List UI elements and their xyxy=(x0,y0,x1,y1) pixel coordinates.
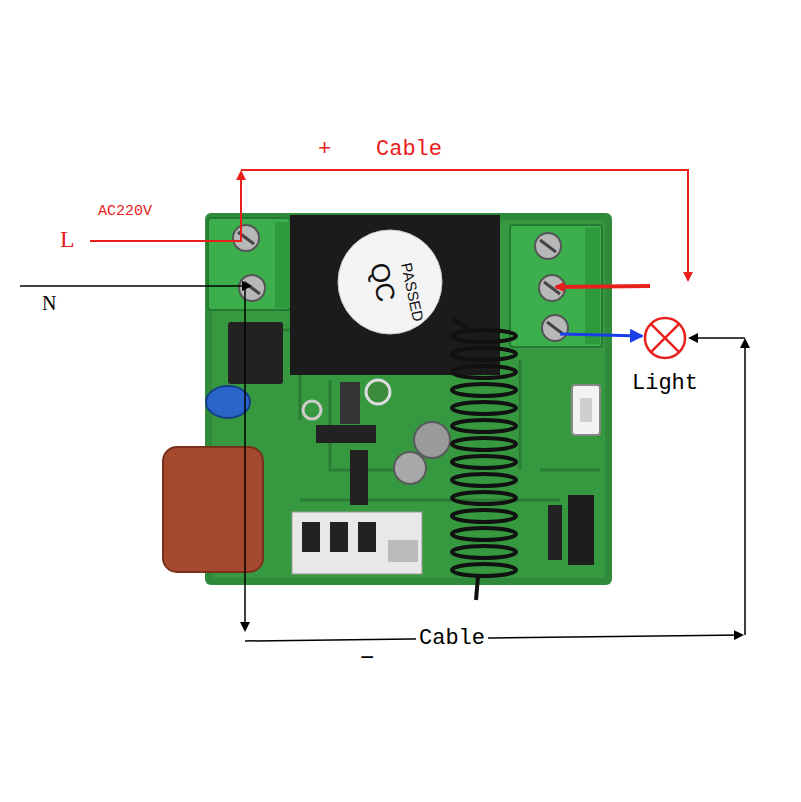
inductor xyxy=(366,380,390,404)
pin-header xyxy=(568,495,594,565)
rf-module xyxy=(292,512,422,574)
crystal xyxy=(388,540,418,562)
push-button xyxy=(572,385,600,435)
qc-sticker xyxy=(338,230,442,334)
live-wire xyxy=(90,172,241,241)
screw-slot xyxy=(547,322,563,334)
polarity-sign: + xyxy=(318,138,331,162)
electrolytic-capacitor xyxy=(414,422,450,458)
antenna-lead xyxy=(452,318,470,330)
coil-turn xyxy=(452,438,516,450)
coil-turn xyxy=(452,492,516,504)
live-wire xyxy=(241,170,688,280)
lamp-symbol: Light xyxy=(629,316,701,396)
push-button-cap xyxy=(580,398,592,422)
lamp-outline xyxy=(629,316,701,360)
screw xyxy=(535,233,561,259)
cable-label: Cable xyxy=(416,627,488,651)
neutral-wire xyxy=(744,340,746,635)
coil-turn xyxy=(452,474,516,486)
relay xyxy=(290,215,500,375)
neutral-wire xyxy=(20,285,250,287)
screw xyxy=(233,225,259,251)
chip xyxy=(330,522,348,552)
neutral-wire xyxy=(690,337,745,339)
blue-capacitor xyxy=(206,386,250,418)
neutral-label: N xyxy=(42,292,56,314)
diode xyxy=(316,425,376,443)
coil-turn xyxy=(452,348,516,360)
coil-turn xyxy=(452,456,516,468)
coil-turn xyxy=(452,330,516,342)
resistor xyxy=(340,382,360,424)
screw xyxy=(239,275,265,301)
lamp-circle xyxy=(645,318,685,358)
chip xyxy=(358,522,376,552)
pcb-board xyxy=(205,213,612,585)
terminal-side xyxy=(275,222,291,308)
line-label: L xyxy=(60,226,75,252)
polarity-sign: − xyxy=(360,646,374,672)
screw xyxy=(542,315,568,341)
voltage-label: AC220V xyxy=(98,204,152,221)
chip xyxy=(302,522,320,552)
coil-turn xyxy=(452,528,516,540)
film-capacitor xyxy=(163,447,263,572)
cable-label: Cable xyxy=(376,138,442,162)
coil-turn xyxy=(452,366,516,378)
jumper xyxy=(548,505,562,560)
screw-slot xyxy=(244,282,260,294)
antenna-tail xyxy=(476,576,478,600)
neutral-wire xyxy=(245,635,742,641)
antenna-coil xyxy=(452,318,516,600)
coil-turn xyxy=(452,384,516,396)
live-wire xyxy=(556,286,650,287)
terminal-block xyxy=(208,218,290,310)
coil-turn xyxy=(452,546,516,558)
coil-turn xyxy=(452,402,516,414)
screw-slot xyxy=(540,240,556,252)
coil-turn xyxy=(452,420,516,432)
electrolytic-capacitor xyxy=(394,452,426,484)
lamp-cross xyxy=(651,324,679,352)
coil-turn xyxy=(452,564,516,576)
component xyxy=(350,450,368,505)
switched-wire xyxy=(560,334,642,336)
neutral-wire xyxy=(244,286,246,630)
coil-turn xyxy=(452,510,516,522)
wire-loop xyxy=(303,401,321,419)
transistor xyxy=(228,322,283,384)
lamp-label: Light xyxy=(632,372,698,396)
lamp-cross xyxy=(651,324,679,352)
